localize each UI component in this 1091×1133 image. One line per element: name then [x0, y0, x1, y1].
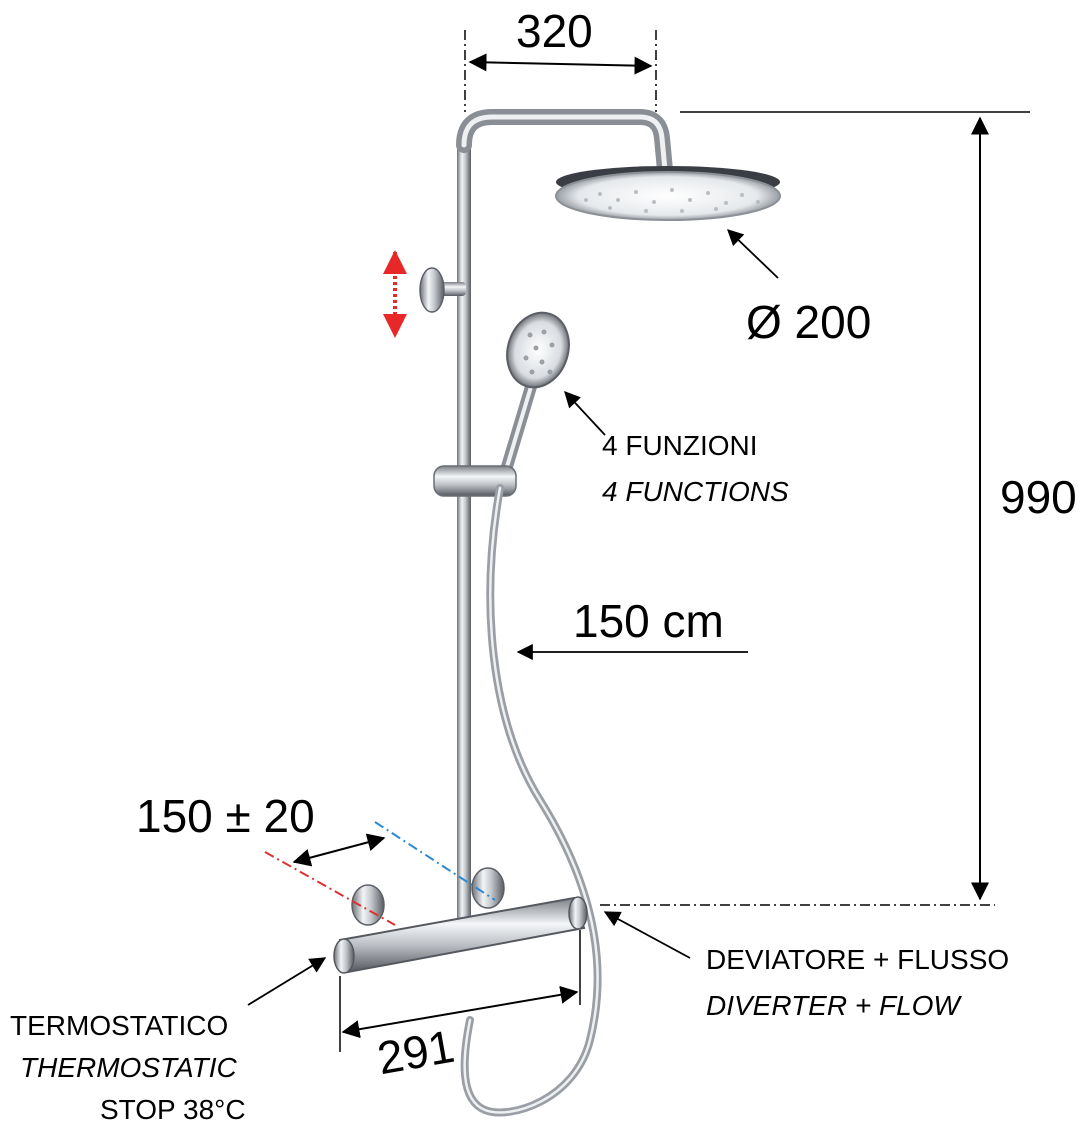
- thermostatic-leader: [247, 957, 327, 1006]
- height-label: 990: [1000, 471, 1077, 523]
- diverter-caption-en: DIVERTER + FLOW: [706, 990, 960, 1021]
- diameter-leader: [727, 229, 779, 279]
- hand-shower: [500, 311, 570, 476]
- diverter-leader: [603, 911, 691, 959]
- rain-shower-head: [555, 166, 781, 221]
- riser-pipe: [457, 140, 471, 930]
- width-dimension-line: [468, 53, 653, 75]
- shower-hose: [460, 484, 602, 1117]
- shower-column: [333, 109, 781, 1117]
- width-label: 320: [516, 5, 593, 57]
- wall-bracket: [419, 267, 466, 313]
- sliding-holder: [433, 465, 517, 497]
- thermo-caption-en: THERMOSTATIC: [20, 1052, 237, 1083]
- diverter-caption-it: DEVIATORE + FLUSSO: [706, 944, 1010, 975]
- hot-inlet-axis: [264, 851, 396, 926]
- bar-length-label: 291: [373, 1019, 459, 1085]
- head-diameter-label: Ø 200: [746, 296, 872, 348]
- overhead-arm: [456, 109, 673, 178]
- thermo-caption-it: TERMOSTATICO: [10, 1010, 229, 1041]
- thermostatic-mixer: [333, 867, 588, 974]
- cold-inlet-axis: [374, 821, 496, 901]
- thermo-stop-caption: STOP 38°C: [100, 1094, 246, 1125]
- hose-length-label: 150 cm: [573, 595, 724, 647]
- handshower-caption-en: 4 FUNCTIONS: [602, 476, 789, 507]
- inlet-distance-label: 150 ± 20: [136, 790, 315, 842]
- handshower-leader: [564, 391, 606, 436]
- handshower-caption-it: 4 FUNZIONI: [602, 430, 758, 461]
- inlet-distance-line: [292, 833, 386, 867]
- bar-length-line: [341, 985, 579, 1039]
- dimension-lines: [247, 30, 1030, 1052]
